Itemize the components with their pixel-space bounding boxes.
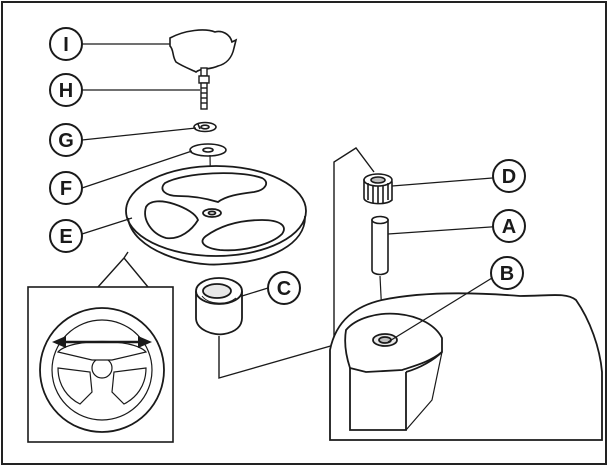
flat-washer-part-f — [189, 143, 227, 157]
callout-e-label: E — [59, 226, 72, 248]
steering-wheel-part-e — [125, 165, 307, 266]
console-body-part-b — [329, 292, 603, 441]
bolt-part-h — [198, 75, 210, 110]
spacer-sleeve-part-a — [371, 215, 389, 276]
lock-washer-part-g — [193, 121, 217, 133]
callout-b: B — [490, 256, 524, 290]
callout-g: G — [49, 123, 83, 157]
callout-e: E — [49, 219, 83, 253]
callout-f-label: F — [60, 178, 72, 200]
callout-h: H — [49, 73, 83, 107]
callout-a-label: A — [502, 216, 516, 238]
leader-lines — [81, 43, 506, 343]
wheel-orientation-inset — [27, 251, 174, 443]
splined-adapter-part-d — [363, 173, 393, 205]
callout-i-label: I — [63, 34, 69, 56]
callout-i: I — [49, 27, 83, 61]
callout-f: F — [49, 171, 83, 205]
column-connector-line — [218, 147, 375, 379]
callout-d-label: D — [502, 166, 516, 188]
callout-a: A — [492, 209, 526, 243]
column-boot-part-c — [195, 277, 243, 336]
callout-c: C — [267, 271, 301, 305]
callout-d: D — [492, 159, 526, 193]
shaft-stem-part-i — [200, 67, 208, 77]
cover-cap-part-i — [169, 29, 238, 73]
callout-g-label: G — [58, 130, 74, 152]
callout-c-label: C — [277, 278, 291, 300]
callout-b-label: B — [500, 263, 514, 285]
callout-h-label: H — [59, 80, 73, 102]
